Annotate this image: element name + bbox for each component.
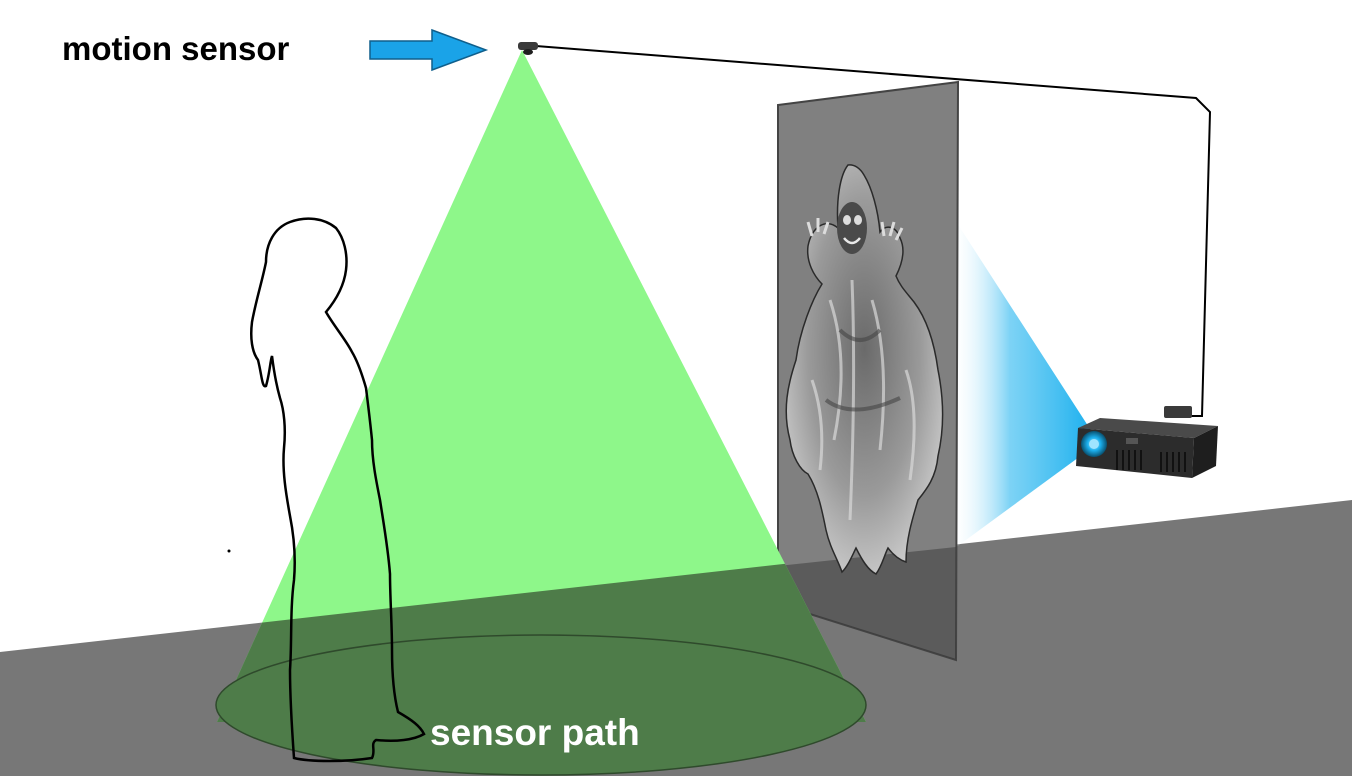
- right-arrow-icon: [369, 28, 489, 72]
- screen-lower-shade: [778, 547, 956, 660]
- ghost-figure: [785, 164, 944, 575]
- motion-sensor-icon: [518, 42, 538, 55]
- speck: [227, 549, 231, 553]
- sensor-path-label: sensor path: [430, 712, 640, 753]
- motion-sensor-label: motion sensor: [62, 30, 290, 67]
- person-silhouette: [250, 217, 426, 763]
- projector-beam: [955, 220, 1092, 548]
- sensor-path-outline: [215, 634, 867, 776]
- sensor-cone: [217, 50, 866, 722]
- projector-icon: [1076, 406, 1218, 478]
- sensor-wire: [535, 45, 1212, 417]
